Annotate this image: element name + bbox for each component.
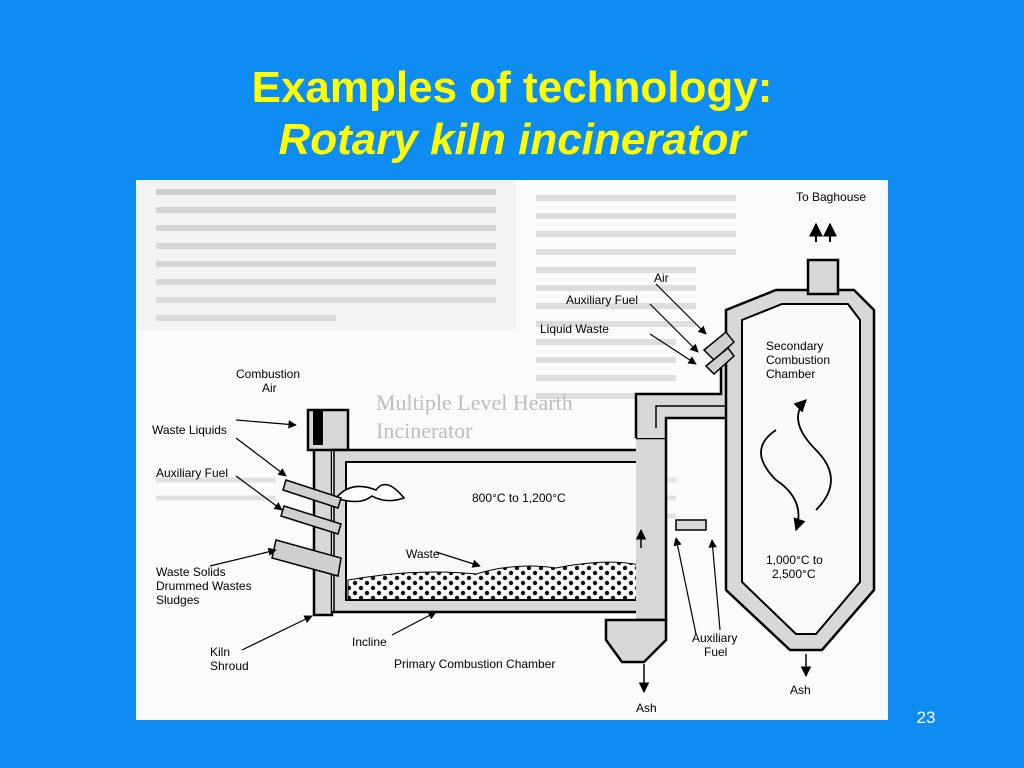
- background-heading-2: Incinerator: [376, 418, 473, 443]
- background-heading-1: Multiple Level Hearth: [376, 390, 573, 415]
- secondary-combustion-chamber: [702, 258, 876, 652]
- diagram-svg: Multiple Level Hearth Incinerator: [136, 180, 876, 715]
- label-ash-left: Ash: [636, 701, 657, 715]
- label-kiln-shroud-1: Kiln: [210, 645, 230, 659]
- label-auxiliary-fuel-top: Auxiliary Fuel: [566, 293, 638, 307]
- stack: [806, 258, 840, 296]
- label-secondary-temp-2: 2,500°C: [772, 567, 816, 581]
- title-line-1: Examples of technology:: [251, 63, 773, 112]
- primary-combustion-chamber: [271, 408, 668, 664]
- diagram-labels: To Baghouse Air Auxiliary Fuel Liquid Wa…: [152, 190, 866, 715]
- label-incline: Incline: [352, 635, 387, 649]
- label-ash-right: Ash: [790, 683, 811, 697]
- label-to-baghouse: To Baghouse: [796, 190, 866, 204]
- label-auxiliary-fuel-bottom-2: Fuel: [704, 645, 727, 659]
- flame-icon: [334, 483, 406, 503]
- label-secondary-3: Chamber: [766, 367, 815, 381]
- label-waste-liquids: Waste Liquids: [152, 423, 227, 437]
- label-waste-solids-1: Waste Solids: [156, 565, 226, 579]
- slide-title: Examples of technology: Rotary kiln inci…: [0, 62, 1024, 166]
- waste-bed: [347, 561, 641, 601]
- label-auxiliary-fuel-left: Auxiliary Fuel: [156, 466, 228, 480]
- label-secondary-temp-1: 1,000°C to: [766, 553, 823, 567]
- title-line-2: Rotary kiln incinerator: [278, 115, 746, 164]
- burner-pipes: [271, 479, 342, 577]
- leader-lines: [209, 283, 721, 651]
- label-waste: Waste: [406, 547, 440, 561]
- label-waste-solids-3: Sludges: [156, 593, 199, 607]
- label-air: Air: [654, 271, 669, 285]
- label-auxiliary-fuel-bottom-1: Auxiliary: [692, 631, 737, 645]
- swirl-arrow-icon: [793, 399, 832, 511]
- label-liquid-waste: Liquid Waste: [540, 322, 609, 336]
- page-number: 23: [916, 708, 936, 727]
- flow-arrows: [635, 222, 837, 694]
- label-secondary-2: Combustion: [766, 353, 830, 367]
- label-combustion-air-1: Combustion: [236, 367, 300, 381]
- label-kiln-shroud-2: Shroud: [210, 659, 249, 673]
- label-kiln-temp: 800°C to 1,200°C: [472, 491, 566, 505]
- label-secondary-1: Secondary: [766, 339, 823, 353]
- label-primary-chamber: Primary Combustion Chamber: [394, 657, 555, 671]
- rotary-kiln-diagram: Multiple Level Hearth Incinerator: [136, 180, 888, 720]
- label-combustion-air-2: Air: [262, 381, 277, 395]
- label-waste-solids-2: Drummed Wastes: [156, 579, 252, 593]
- swirl-arrow-icon: [760, 429, 806, 532]
